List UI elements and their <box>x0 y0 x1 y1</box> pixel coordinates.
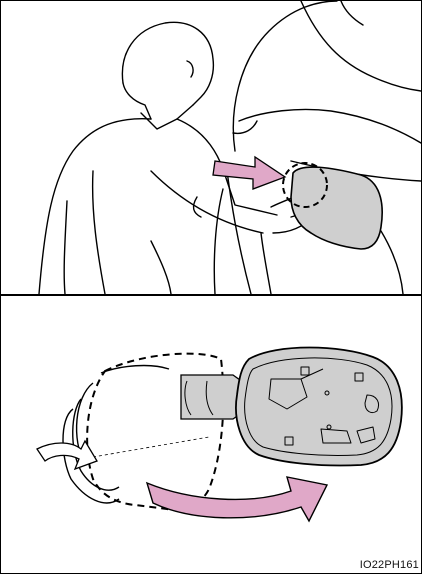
panel-divider <box>1 294 421 296</box>
open-fuel-door-illustration <box>1 299 421 573</box>
open-arrow <box>147 477 327 521</box>
step-1-panel <box>1 1 421 294</box>
release-arrow <box>37 441 97 469</box>
press-fuel-door-illustration <box>1 1 421 294</box>
fuel-door <box>291 167 382 249</box>
press-arrow <box>213 157 285 189</box>
figure-code: IO22PH161 <box>360 559 419 571</box>
step-2-panel <box>1 299 421 573</box>
